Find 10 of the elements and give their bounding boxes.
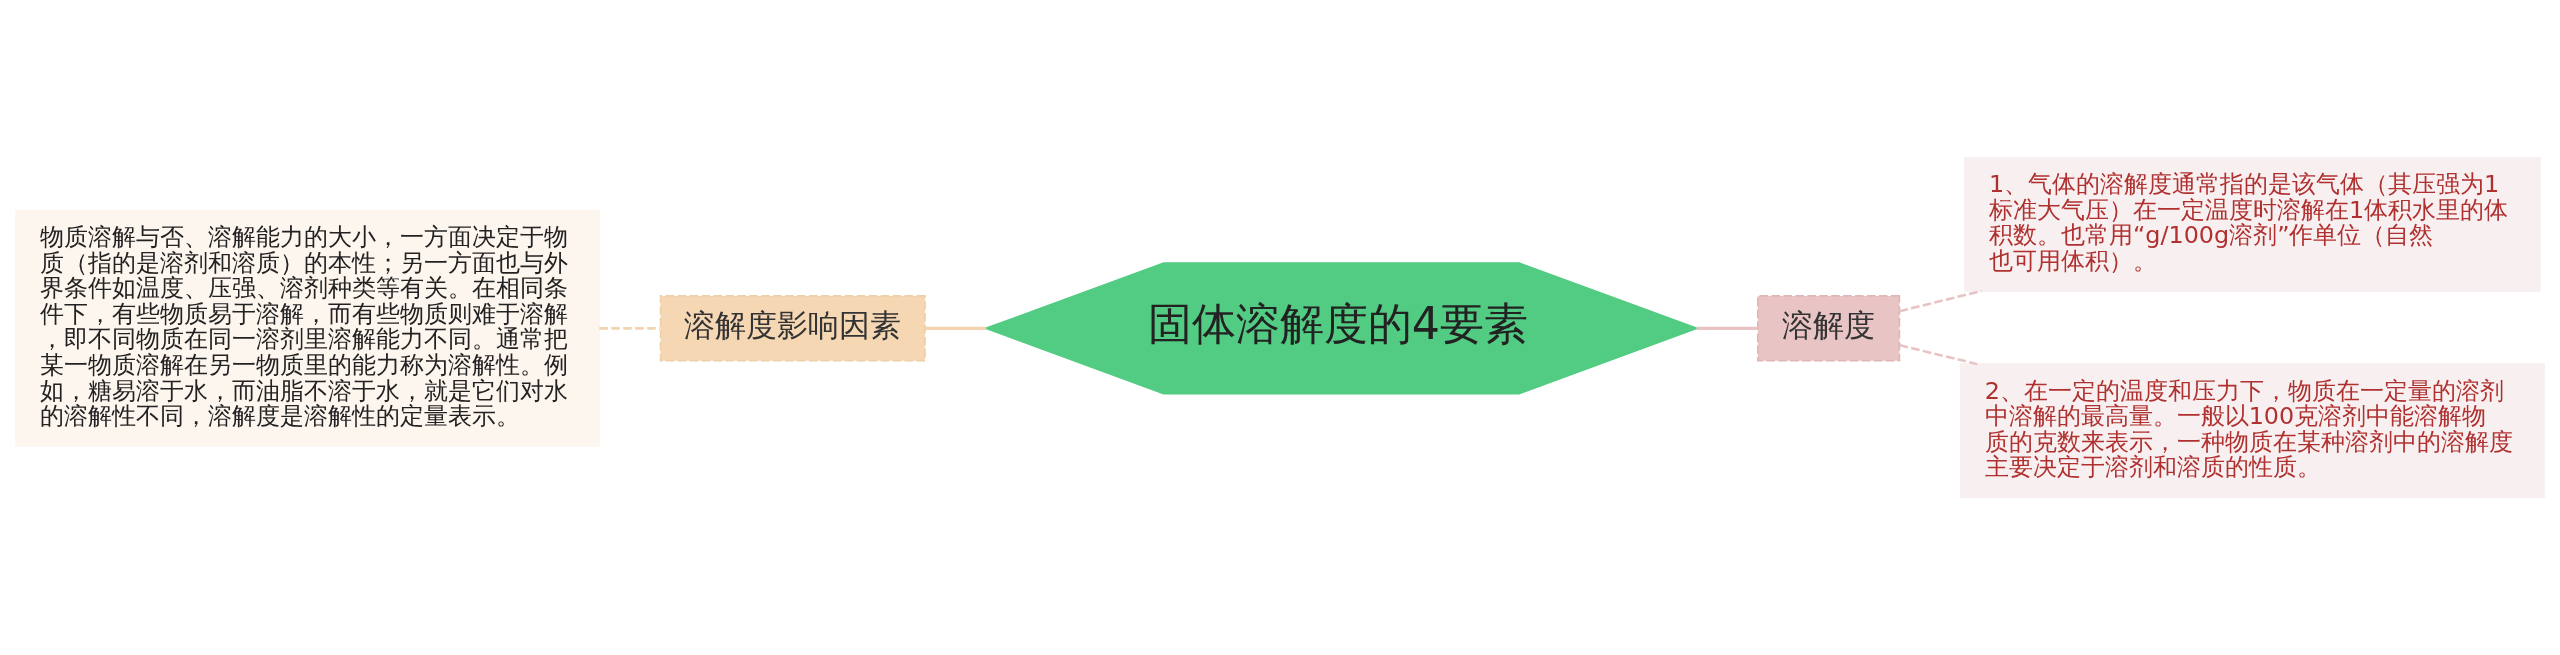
connector: [1696, 326, 1758, 331]
connector: [1899, 289, 1983, 313]
connector: [1899, 344, 1978, 366]
node-box: 物质溶解与否、溶解能力的大小，一方面决定于物质（指的是溶剂和溶质）的本性；另一方面也与外界条件如温度、压强、溶剂种类等有关。在相同条件下，有些物质易于溶解，而有些物质则难于溶解，即不同物质在同一溶剂里溶解能力不同。通常把某一物质溶解在另一物质里的能力称为溶解性。例如，糖易溶于水，而油脂不溶于水，就是它们对水的溶解性不同，溶解度是溶解性的定量表示。: [15, 209, 601, 447]
node-box: 2、在一定的温度和压力下，物质在一定量的溶剂中溶解的最高量。一般以100克溶剂中能溶解物质的克数来表示，一种物质在某种溶剂中的溶解度主要决定于溶剂和溶质的性质。: [1959, 363, 2545, 499]
node-box: 1、气体的溶解度通常指的是该气体（其压强为1标准大气压）在一定温度时溶解在1体积水里的体积数。也常用“g/100g溶剂”作单位（自然也可用体积）。: [1964, 156, 2541, 292]
connector: [925, 326, 987, 331]
connector: [599, 327, 661, 330]
node-box: 溶解度: [1757, 295, 1901, 362]
node-box: 溶解度影响因素: [659, 295, 926, 362]
